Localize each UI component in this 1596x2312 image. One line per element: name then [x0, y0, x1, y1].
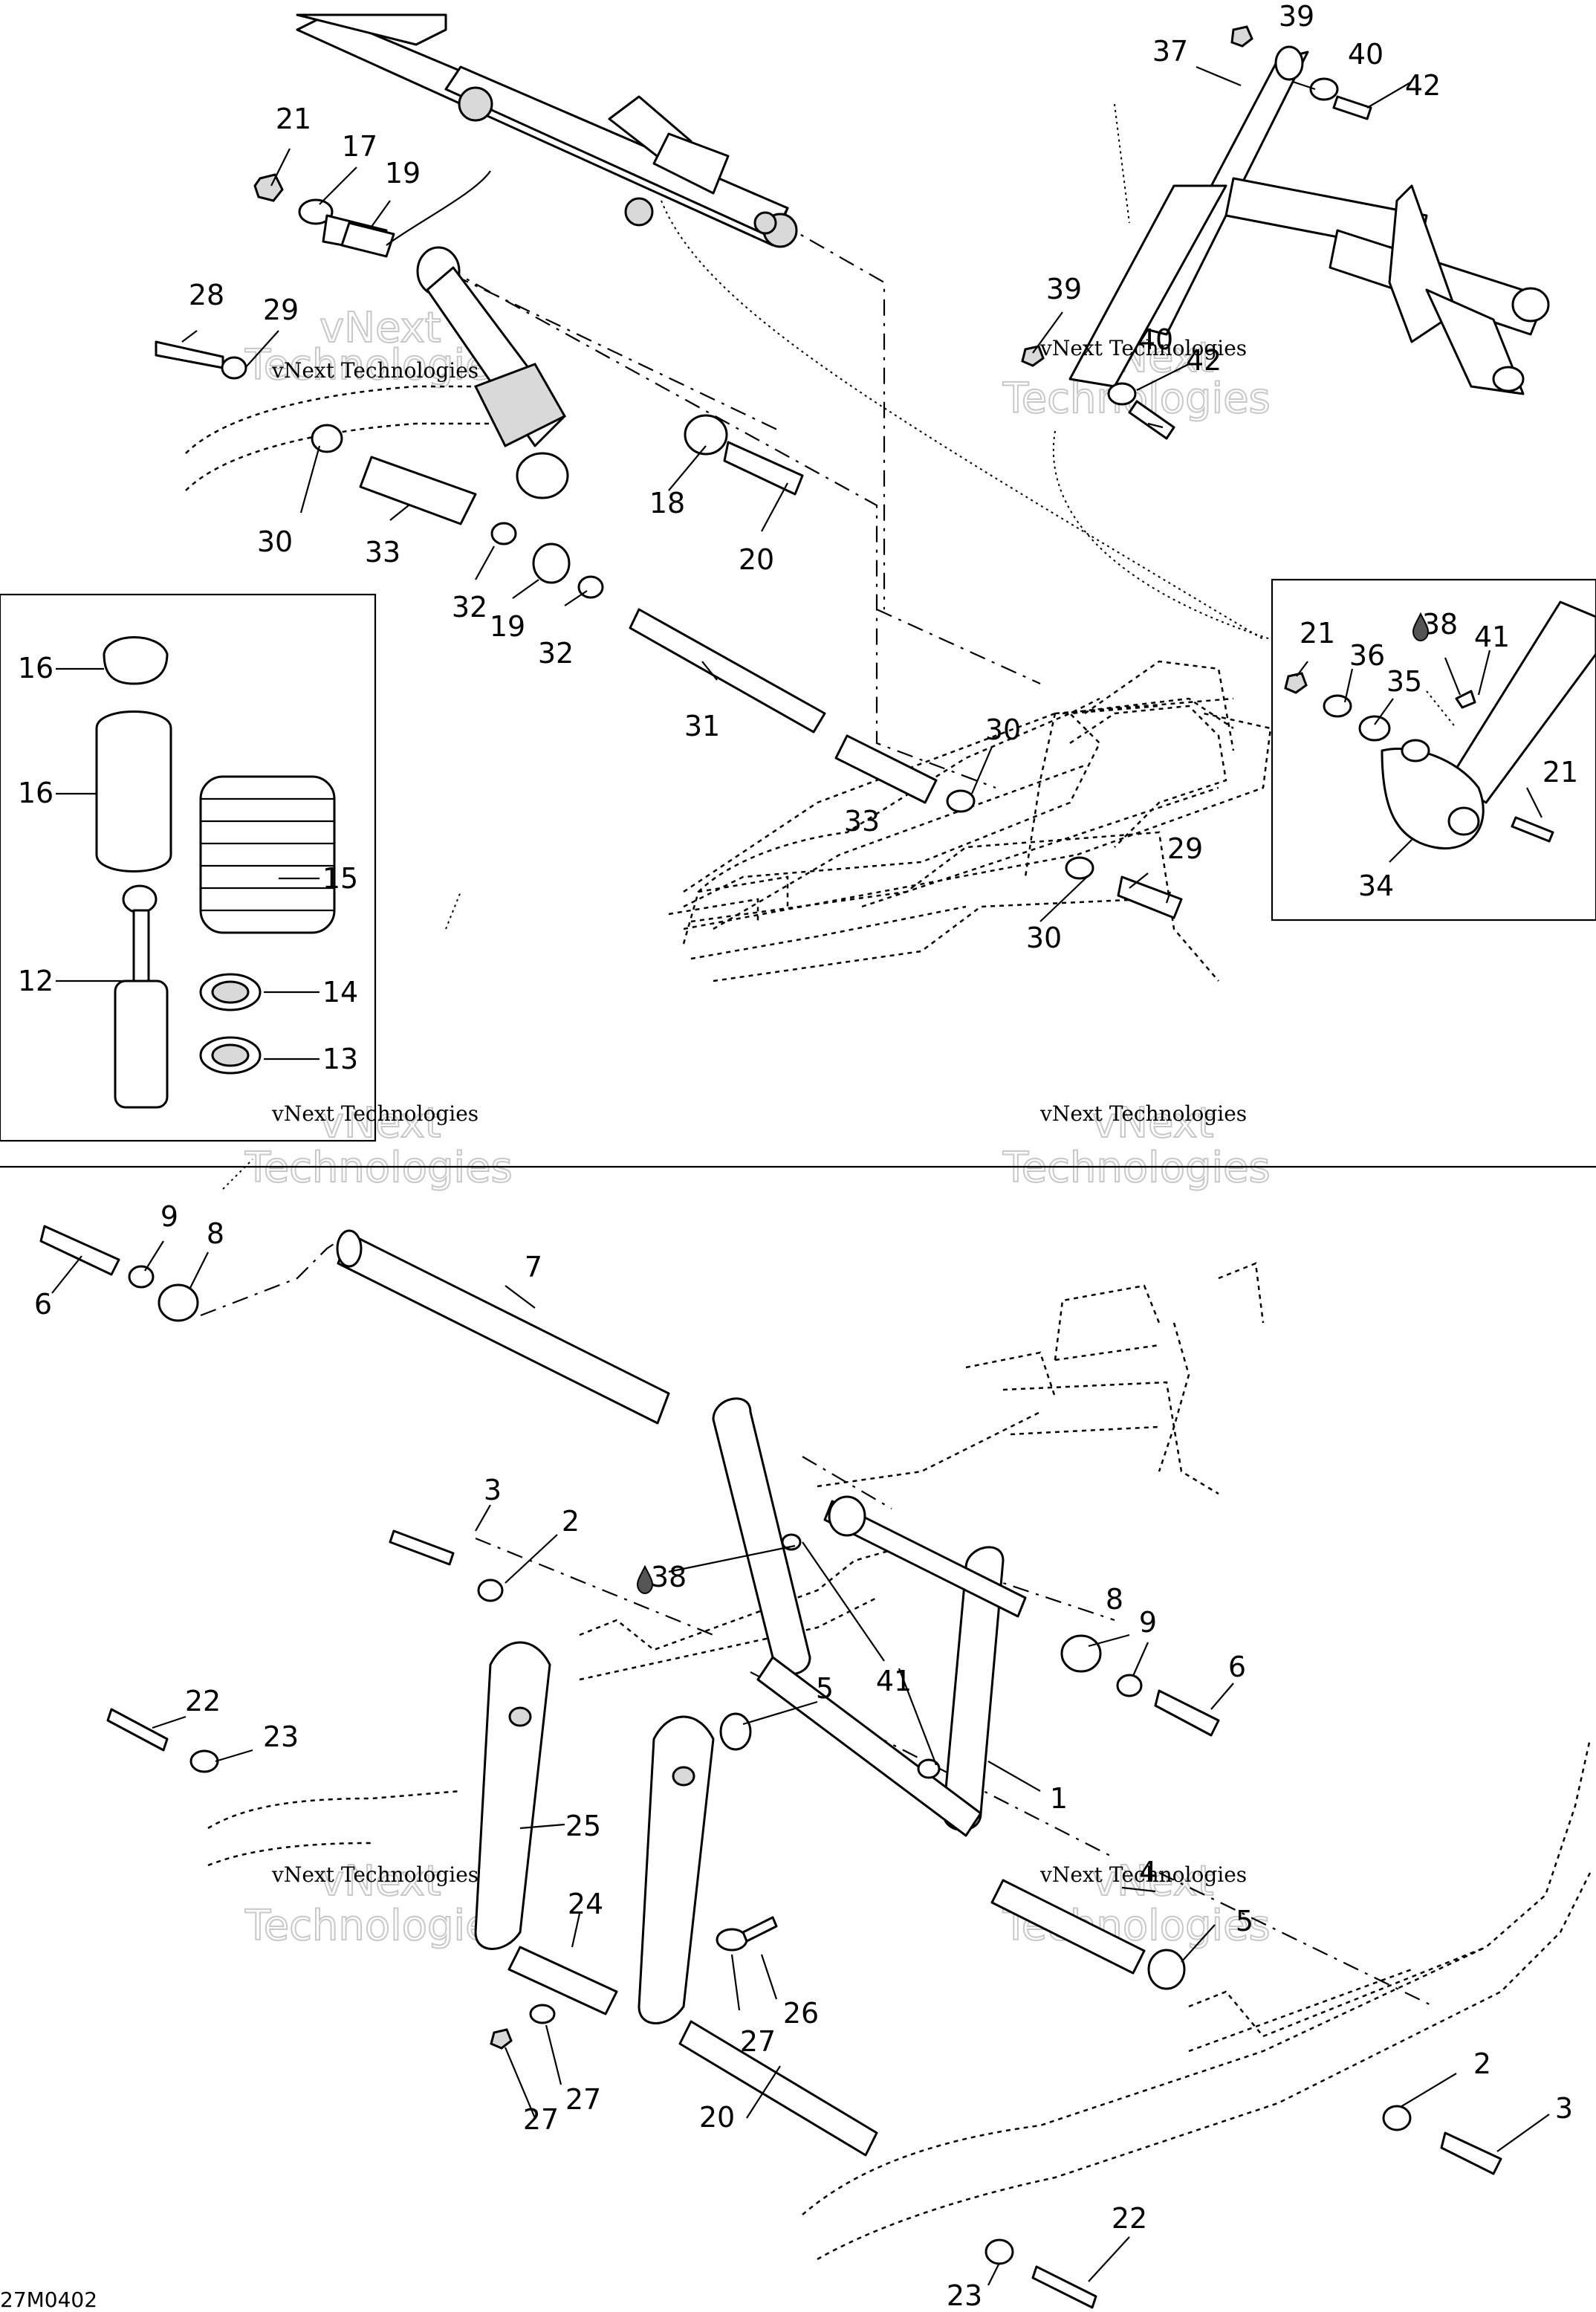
- callout-37: 37: [1152, 35, 1188, 68]
- watermark-text: vNext Technologies vNext Technologies vN…: [271, 336, 1247, 1887]
- callout-35: 35: [1386, 665, 1422, 698]
- watermark-small: vNext Technologies: [1039, 1101, 1247, 1126]
- callout-11: 13: [322, 1043, 358, 1075]
- callout-21: 21: [1300, 617, 1335, 650]
- callout-2: 2: [1473, 2047, 1491, 2080]
- front-suspension-parts: [39, 1225, 1502, 2175]
- callout-25: 25: [565, 1810, 601, 1842]
- lubricant-drop-icon: [1412, 612, 1430, 642]
- callout-15: 16: [18, 652, 53, 684]
- callout-36: 36: [1349, 639, 1385, 672]
- watermark-bg: Technologies: [244, 1902, 513, 1950]
- callout-41: 41: [876, 1665, 912, 1697]
- callout-labels: 21 17 19 28 29 30 33 32 19 32 18 20 31 3…: [18, 0, 1578, 2312]
- rear-suspension-arm: [296, 13, 798, 248]
- callout-29: 28: [189, 279, 224, 311]
- assembly-guides: [200, 103, 1457, 2007]
- callout-27: 27: [740, 2025, 776, 2058]
- watermark-small: vNext Technologies: [271, 1862, 479, 1887]
- callout-6: 6: [1228, 1651, 1246, 1683]
- callout-42: 42: [1186, 344, 1222, 377]
- callout-30: 30: [1026, 922, 1062, 954]
- lubricant-drop-icon: [636, 1564, 654, 1595]
- diagram-code: 27M0402: [0, 2287, 97, 2312]
- callout-40: 40: [1138, 323, 1173, 356]
- inset-box-pivot-detail: [1271, 578, 1596, 922]
- callout-19: 20: [739, 543, 774, 576]
- callout-34: 34: [1358, 870, 1394, 902]
- inset-pivot-parts: [1284, 600, 1596, 849]
- callout-14: 16: [18, 777, 53, 809]
- callout-39: 39: [1279, 0, 1314, 33]
- callout-9: 9: [160, 1200, 178, 1233]
- callout-32: 32: [452, 591, 487, 624]
- inset-spring-kit-parts: [95, 636, 336, 1109]
- callout-24: 24: [568, 1888, 603, 1920]
- callout-8: 8: [207, 1217, 224, 1250]
- callout-9: 9: [1139, 1606, 1157, 1639]
- callout-30: 30: [257, 525, 293, 558]
- top-right-shock-assembly: [1021, 25, 1550, 440]
- callout-23: 23: [263, 1720, 299, 1753]
- callout-3: 3: [1555, 2092, 1573, 2125]
- callout-4: 4: [1139, 1856, 1157, 1888]
- callout-6: 6: [34, 1288, 52, 1321]
- callout-40: 40: [1348, 38, 1383, 71]
- watermark-bg: vNext: [319, 1099, 441, 1147]
- callout-18: 19: [490, 610, 525, 643]
- callout-33: 33: [365, 536, 400, 569]
- watermark-bg: vNext: [319, 304, 441, 352]
- rear-shock-absorber: [416, 246, 569, 499]
- callout-41: 41: [1474, 621, 1510, 653]
- watermark-bg: vNext: [319, 1857, 441, 1905]
- watermark-small: vNext Technologies: [1039, 336, 1247, 360]
- watermark-small: vNext Technologies: [1039, 1862, 1247, 1887]
- callout-3: 3: [484, 1474, 502, 1506]
- callout-22: 22: [1112, 2202, 1147, 2235]
- callout-30: 29: [263, 294, 299, 326]
- callout-17: 19: [385, 157, 421, 190]
- callout-31: 31: [684, 710, 720, 742]
- callout-27: 27: [565, 2083, 601, 2116]
- callout-19: 21: [1543, 756, 1578, 789]
- front-arm-links: [106, 1641, 1097, 2309]
- leader-lines: [51, 65, 1550, 2286]
- callout-32: 32: [538, 637, 574, 670]
- callout-10: 12: [18, 965, 53, 997]
- frame-rails: [185, 385, 1592, 2261]
- watermark-bg: vNext: [1092, 1857, 1214, 1905]
- callout-33: 33: [844, 805, 880, 838]
- callout-22: 22: [185, 1685, 221, 1717]
- callout-23: 23: [947, 2279, 982, 2312]
- callout-7: 7: [525, 1251, 542, 1283]
- callout-5: 5: [1236, 1905, 1253, 1937]
- inset-box-spring-kit: [0, 593, 377, 1142]
- callout-26: 26: [783, 1997, 819, 2030]
- callout-20: 20: [699, 2101, 735, 2134]
- watermark-small: vNext Technologies: [271, 358, 479, 383]
- callout-5: 5: [816, 1672, 834, 1705]
- watermark-bg: Technologies: [244, 1144, 513, 1192]
- callout-13: 15: [322, 862, 358, 895]
- watermark-small: vNext Technologies: [271, 1101, 479, 1126]
- callout-16: 17: [342, 130, 377, 163]
- callout-2: 2: [562, 1505, 580, 1538]
- callout-30: 30: [985, 713, 1021, 746]
- watermark-bg: vNext: [1092, 1099, 1214, 1147]
- callout-42: 42: [1405, 69, 1441, 102]
- callout-1: 1: [1050, 1782, 1068, 1815]
- callout-16: 18: [649, 487, 685, 519]
- callout-29: 29: [1167, 832, 1203, 865]
- watermark-bg: Technologies: [1002, 1144, 1271, 1192]
- top-hardware: [155, 173, 1183, 919]
- callout-38: 38: [651, 1561, 687, 1593]
- callout-28: 27: [523, 2103, 559, 2136]
- callout-21: 21: [276, 103, 311, 135]
- callout-8: 8: [1106, 1583, 1123, 1616]
- callout-12: 14: [322, 976, 358, 1008]
- callout-39: 39: [1046, 273, 1082, 305]
